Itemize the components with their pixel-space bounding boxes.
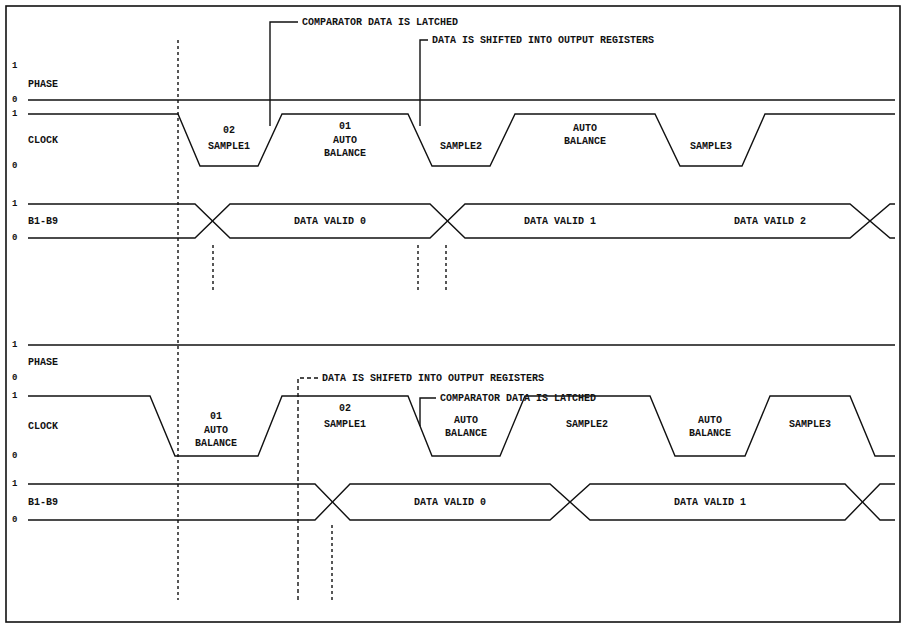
clock-phase: 02 [339, 402, 351, 415]
leader-line [298, 378, 318, 600]
data-bus [28, 484, 895, 520]
level-mark: 0 [12, 450, 17, 463]
leader-line [420, 398, 436, 426]
clock-state: SAMPLE2 [440, 140, 482, 153]
signal-name: B1-B9 [28, 496, 58, 509]
level-mark: 0 [12, 94, 17, 107]
data-state: DATA VAILD 2 [734, 215, 806, 228]
signal-name: B1-B9 [28, 215, 58, 228]
callout-note: DATA IS SHIFETD INTO OUTPUT REGISTERS [322, 372, 544, 385]
data-bus [28, 204, 895, 238]
level-mark: 1 [12, 390, 17, 403]
data-state: DATA VALID 1 [674, 496, 746, 509]
clock-state: SAMPLE3 [789, 418, 831, 431]
clock-state: AUTO BALANCE [684, 414, 736, 440]
frame [6, 6, 900, 622]
level-mark: 0 [12, 514, 17, 527]
clock-state: SAMPLE1 [208, 140, 250, 153]
reference-line [177, 40, 178, 600]
level-mark: 1 [12, 198, 17, 211]
marker-line [445, 245, 446, 290]
clock-state: AUTO BALANCE [319, 134, 371, 160]
clock-signal [28, 114, 895, 166]
clock-state: AUTO BALANCE [440, 414, 492, 440]
signal-name: CLOCK [28, 134, 58, 147]
leader-line [270, 22, 298, 126]
level-mark: 0 [12, 372, 17, 385]
data-state: DATA VALID 1 [524, 215, 596, 228]
marker-line [331, 525, 332, 600]
clock-state: AUTO BALANCE [190, 424, 242, 450]
data-state: DATA VALID 0 [294, 215, 366, 228]
clock-state: SAMPLE3 [690, 140, 732, 153]
level-mark: 1 [12, 478, 17, 491]
marker-line [212, 245, 213, 290]
clock-phase: 02 [223, 124, 235, 137]
clock-signal [28, 396, 895, 456]
signal-name: PHASE [28, 78, 58, 91]
leader-line [420, 40, 428, 126]
callout-note: DATA IS SHIFTED INTO OUTPUT REGISTERS [432, 34, 654, 47]
phase-signal [28, 99, 895, 100]
data-bus [28, 204, 895, 238]
data-bus [28, 484, 895, 520]
level-mark: 1 [12, 339, 17, 352]
clock-phase: 01 [210, 410, 222, 423]
level-mark: 1 [12, 108, 17, 121]
level-mark: 1 [12, 60, 17, 73]
callout-note: COMPARATOR DATA IS LATCHED [302, 16, 458, 29]
clock-state: SAMPLE2 [566, 418, 608, 431]
clock-state: AUTO BALANCE [559, 122, 611, 148]
callout-note: COMPARATOR DATA IS LATCHED [440, 392, 596, 405]
marker-line [417, 245, 418, 290]
signal-name: PHASE [28, 356, 58, 369]
phase-signal [28, 344, 895, 345]
level-mark: 0 [12, 160, 17, 173]
signal-name: CLOCK [28, 420, 58, 433]
data-state: DATA VALID 0 [414, 496, 486, 509]
clock-phase: 01 [339, 120, 351, 133]
clock-state: SAMPLE1 [324, 418, 366, 431]
level-mark: 0 [12, 232, 17, 245]
